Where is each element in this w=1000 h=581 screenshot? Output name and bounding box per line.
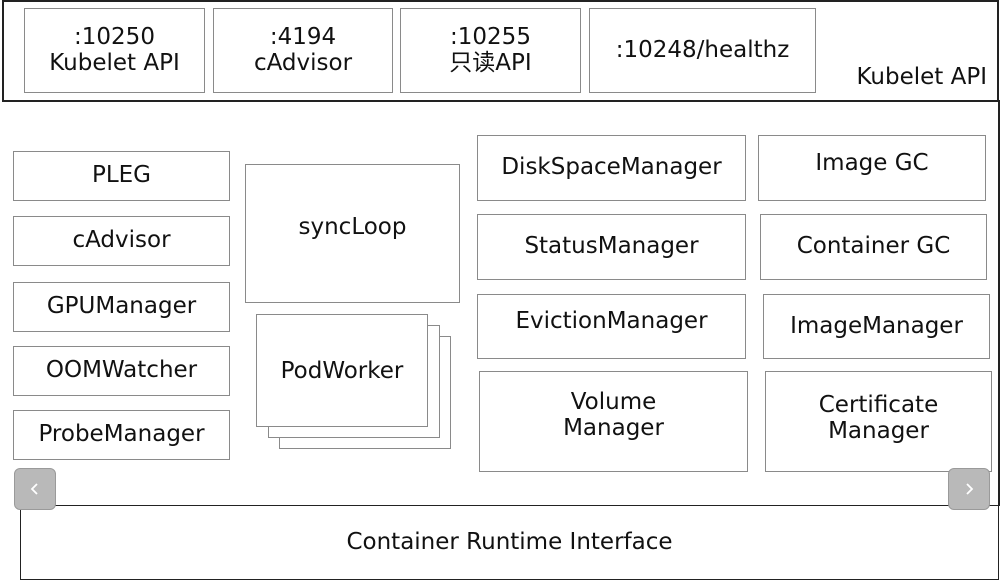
port-10255-box: :10255 只读API: [400, 8, 581, 93]
pleg-box: PLEG: [13, 151, 230, 201]
port-4194-box: :4194 cAdvisor: [213, 8, 393, 93]
certificate-manager-box: Certificate Manager: [765, 371, 992, 472]
image-gc-label: Image GC: [815, 150, 929, 176]
port-name: cAdvisor: [253, 49, 353, 76]
certificate-manager-line-1: Certificate: [818, 392, 939, 418]
eviction-manager-label: EvictionManager: [515, 308, 708, 334]
eviction-manager-box: EvictionManager: [477, 294, 746, 359]
port-label: :4194: [269, 23, 337, 50]
frame-right-edge: [998, 100, 1000, 506]
prev-button[interactable]: [14, 468, 56, 510]
sync-loop-label: syncLoop: [298, 214, 407, 240]
next-button[interactable]: [948, 468, 990, 510]
port-10248-box: :10248/healthz: [589, 8, 816, 93]
port-name: 只读API: [449, 49, 532, 76]
image-gc-box: Image GC: [758, 135, 986, 201]
sync-loop-box: syncLoop: [245, 164, 460, 303]
probe-manager-box: ProbeManager: [13, 410, 230, 460]
container-gc-label: Container GC: [796, 233, 951, 260]
status-manager-box: StatusManager: [477, 214, 746, 280]
volume-manager-box: Volume Manager: [479, 371, 748, 472]
kubelet-api-title: Kubelet API: [856, 64, 987, 91]
volume-manager-line-2: Manager: [563, 414, 664, 441]
cri-label: Container Runtime Interface: [346, 528, 673, 555]
volume-manager-line-1: Volume: [570, 389, 657, 415]
probe-manager-label: ProbeManager: [38, 421, 205, 448]
gpu-manager-box: GPUManager: [13, 282, 230, 332]
container-gc-box: Container GC: [760, 214, 987, 280]
port-label: :10248/healthz: [615, 36, 790, 63]
pod-worker-label: PodWorker: [280, 358, 404, 384]
oom-watcher-box: OOMWatcher: [13, 346, 230, 396]
disk-space-manager-label: DiskSpaceManager: [501, 154, 722, 181]
pleg-label: PLEG: [91, 162, 152, 189]
chevron-left-icon: [30, 483, 38, 495]
disk-space-manager-box: DiskSpaceManager: [477, 135, 746, 201]
status-manager-label: StatusManager: [524, 233, 699, 260]
chevron-right-icon: [966, 483, 974, 495]
image-manager-label: ImageManager: [790, 312, 963, 339]
port-label: :10255: [450, 23, 531, 50]
port-name: Kubelet API: [49, 49, 180, 76]
image-manager-box: ImageManager: [763, 294, 990, 359]
gpu-manager-label: GPUManager: [46, 293, 197, 320]
oom-watcher-label: OOMWatcher: [45, 357, 198, 384]
certificate-manager-line-2: Manager: [828, 417, 929, 444]
pod-worker-box: PodWorker: [256, 314, 428, 427]
cri-bar: Container Runtime Interface: [20, 505, 999, 580]
port-label: :10250: [74, 23, 155, 50]
cadvisor-box: cAdvisor: [13, 216, 230, 266]
port-10250-box: :10250 Kubelet API: [24, 8, 205, 93]
cadvisor-label: cAdvisor: [72, 227, 171, 254]
